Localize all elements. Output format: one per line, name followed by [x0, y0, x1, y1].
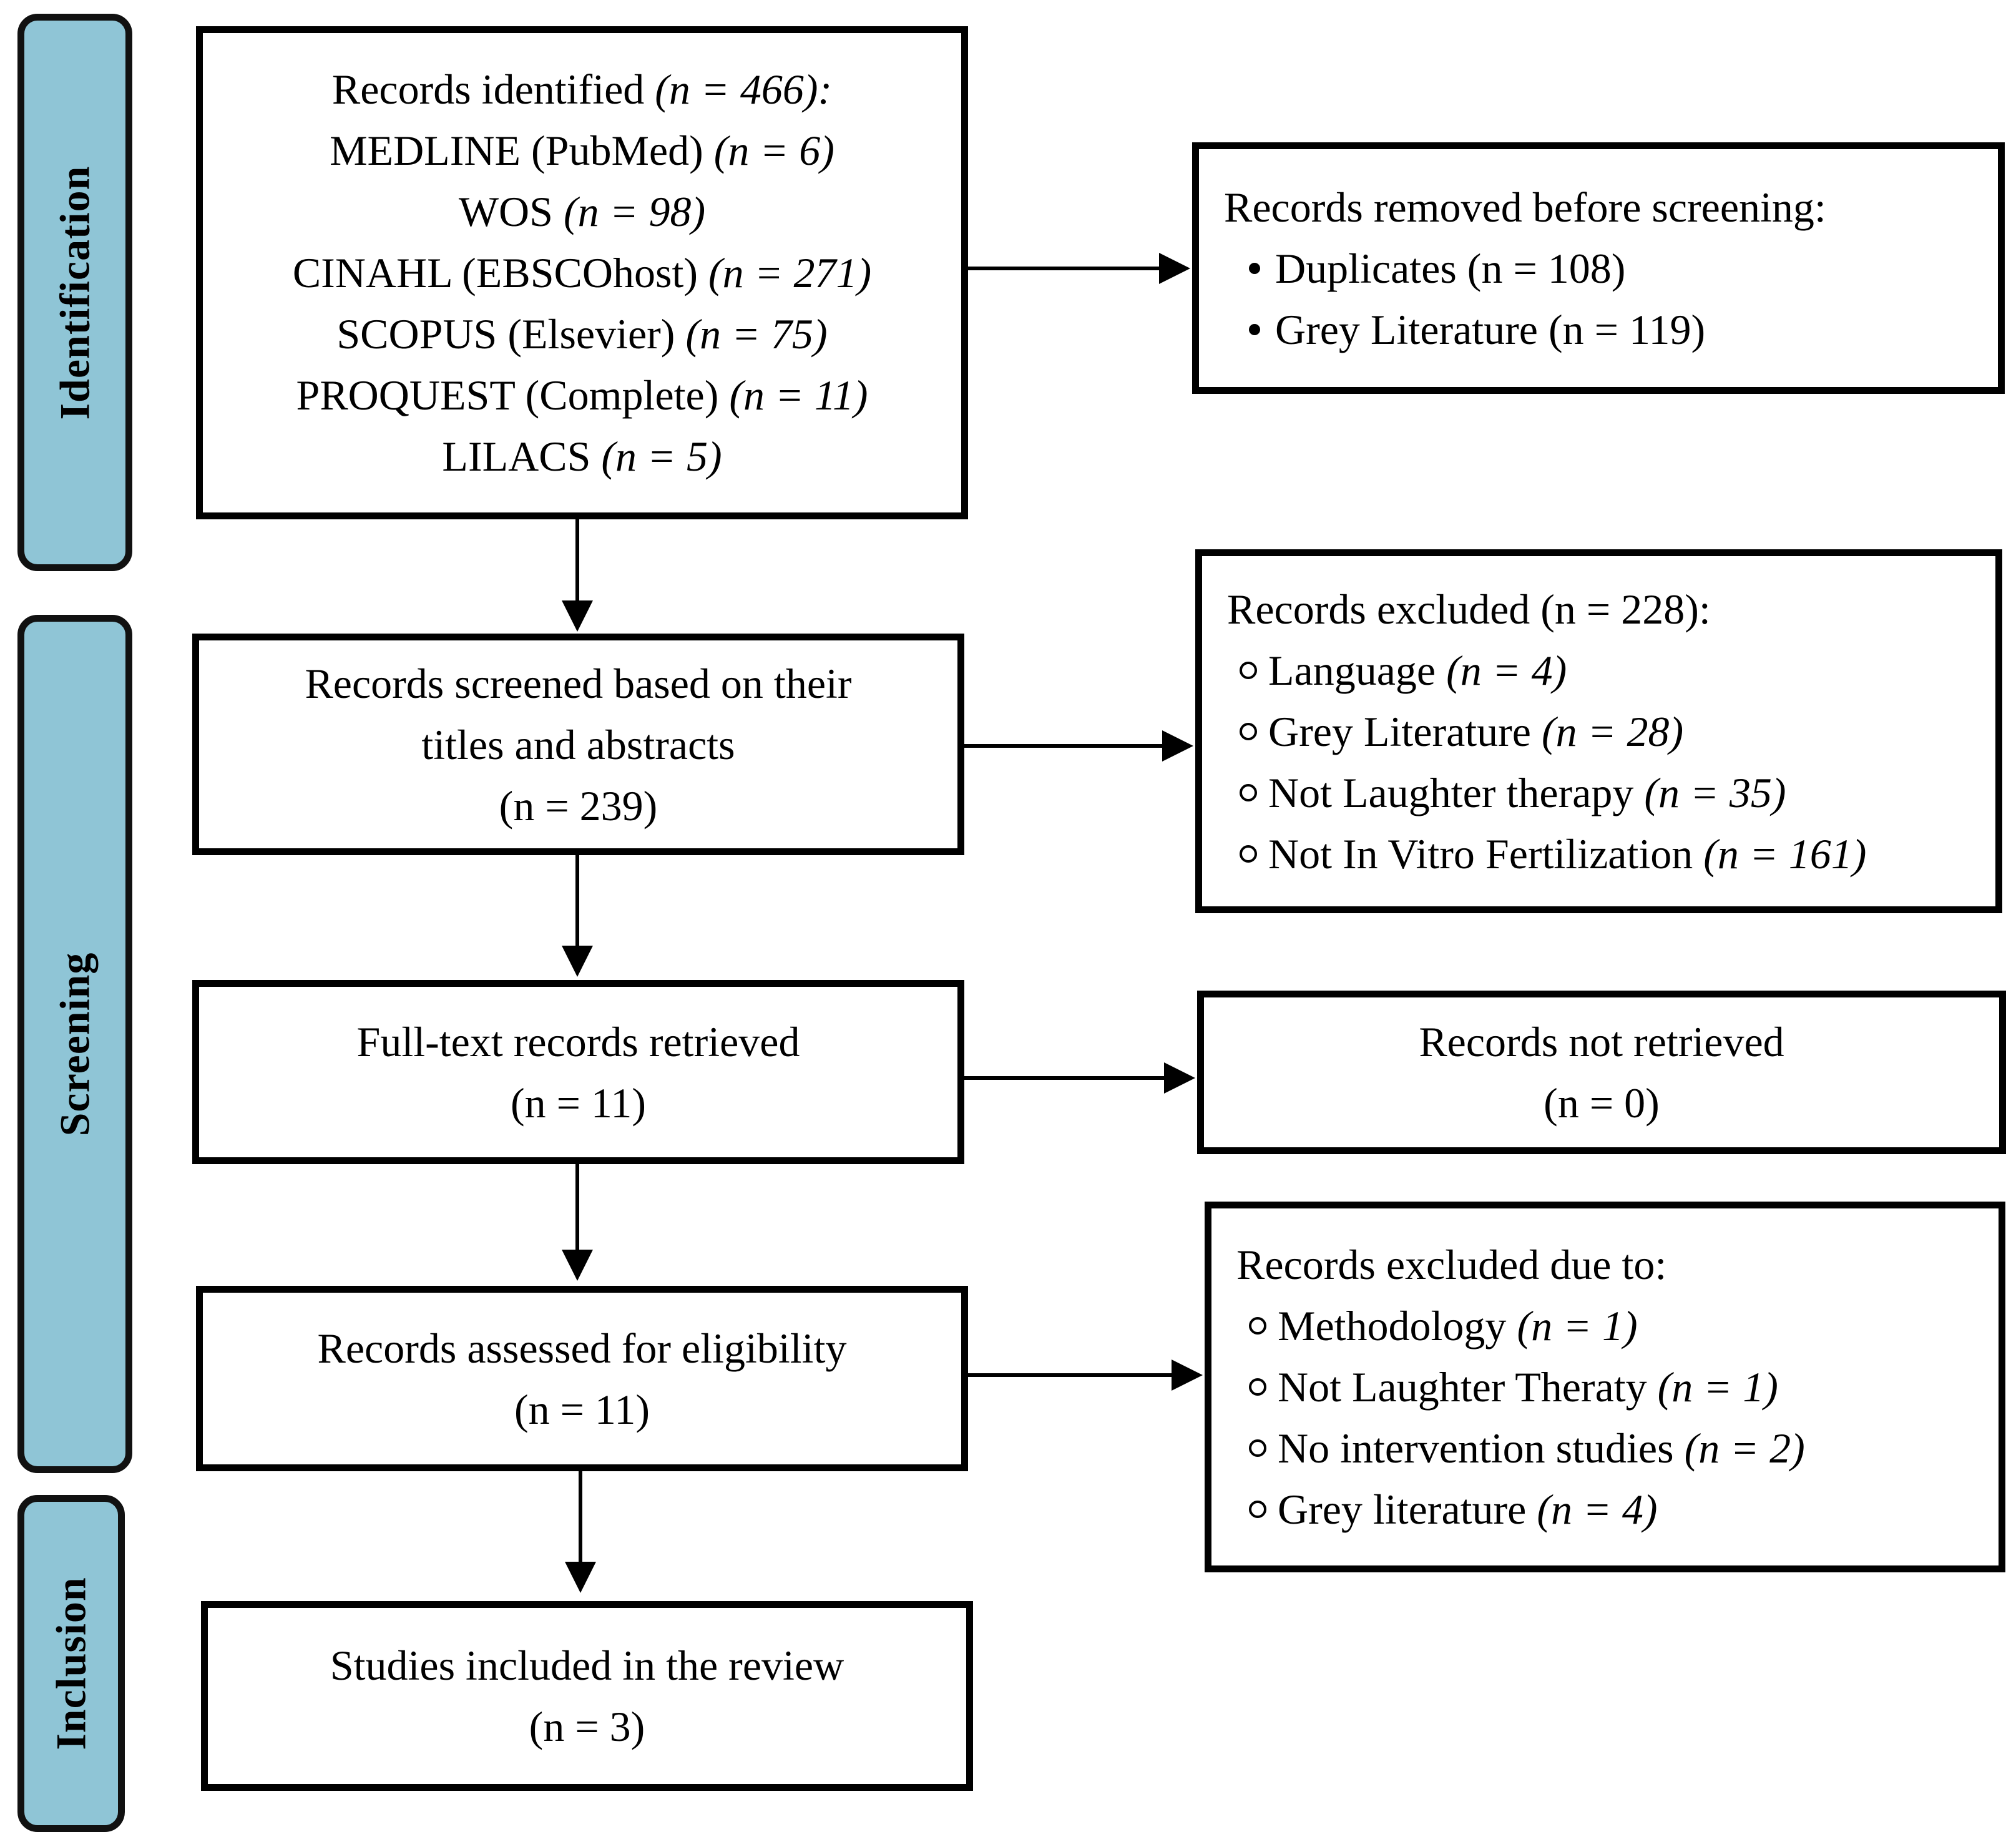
ring-bullet-icon [1249, 1439, 1266, 1457]
records-retrieved-line1: Full-text records retrieved [356, 1017, 800, 1066]
phase-identification: Identification [17, 14, 132, 571]
list-item: Grey Literature (n = 28) [1227, 701, 1995, 762]
studies-included-box: Studies included in the review (n = 3) [201, 1601, 973, 1791]
records-assessed-line1: Records assessed for eligibility [317, 1324, 847, 1372]
list-item: Grey Literature (n = 119) [1224, 299, 1998, 360]
list-item: Language (n = 4) [1227, 640, 1995, 701]
source-line: MEDLINE (PubMed) (n = 6) [330, 127, 834, 174]
records-retrieved-box: Full-text records retrieved (n = 11) [192, 980, 964, 1164]
records-identified-box: Records identified (n = 466): MEDLINE (P… [196, 26, 968, 519]
list-item: Grey literature (n = 4) [1236, 1479, 1999, 1540]
arrow-identified-to-removed [968, 253, 1190, 284]
records-identified-title: Records identified (n = 466): [331, 66, 833, 113]
records-excluded-due-to-title: Records excluded due to: [1236, 1241, 1667, 1288]
arrow-assessed-to-excluded-due-to [968, 1359, 1203, 1391]
records-screened-line1: Records screened based on their [305, 659, 852, 707]
records-screened-n: (n = 239) [499, 781, 658, 830]
list-item: Not Laughter Theraty (n = 1) [1236, 1356, 1999, 1418]
records-assessed-n: (n = 11) [514, 1385, 650, 1433]
records-removed-box: Records removed before screening: Duplic… [1192, 142, 2005, 394]
source-line: PROQUEST (Complete) (n = 11) [296, 371, 868, 419]
records-screened-box: Records screened based on their titles a… [192, 634, 964, 855]
ring-bullet-icon [1240, 722, 1257, 740]
source-line: LILACS (n = 5) [442, 433, 722, 480]
source-line: SCOPUS (Elsevier) (n = 75) [336, 310, 828, 358]
arrow-retrieved-to-not-retrieved [964, 1062, 1195, 1094]
ring-bullet-icon [1240, 845, 1257, 863]
ring-bullet-icon [1249, 1501, 1266, 1518]
ring-bullet-icon [1249, 1317, 1266, 1335]
phase-screening: Screening [17, 615, 132, 1473]
source-line: CINAHL (EBSCOhost) (n = 271) [292, 249, 872, 296]
list-item: No intervention studies (n = 2) [1236, 1418, 1999, 1479]
list-item: Methodology (n = 1) [1236, 1295, 1999, 1356]
arrow-screened-to-excluded [964, 730, 1193, 762]
records-not-retrieved-line1: Records not retrieved [1419, 1018, 1784, 1066]
records-screened-line2: titles and abstracts [421, 720, 735, 768]
records-excluded-title: Records excluded (n = 228): [1227, 585, 1711, 633]
list-item: Not Laughter therapy (n = 35) [1227, 762, 1995, 823]
arrow-identified-to-screened [562, 519, 593, 632]
records-retrieved-n: (n = 11) [510, 1079, 647, 1127]
studies-included-line1: Studies included in the review [330, 1642, 844, 1689]
bullet-icon [1249, 323, 1260, 335]
bullet-icon [1249, 262, 1260, 274]
arrow-retrieved-to-assessed [562, 1164, 593, 1281]
ring-bullet-icon [1240, 783, 1257, 801]
records-excluded-due-to-box: Records excluded due to: Methodology (n … [1205, 1202, 2005, 1572]
records-not-retrieved-n: (n = 0) [1544, 1079, 1660, 1127]
ring-bullet-icon [1249, 1378, 1266, 1396]
records-excluded-box: Records excluded (n = 228): Language (n … [1195, 549, 2002, 913]
source-line: WOS (n = 98) [458, 188, 706, 235]
studies-included-n: (n = 3) [529, 1703, 645, 1750]
records-removed-title: Records removed before screening: [1224, 183, 1826, 231]
arrow-screened-to-retrieved [562, 855, 593, 977]
list-item: Not In Vitro Fertilization (n = 161) [1227, 823, 1995, 884]
ring-bullet-icon [1240, 661, 1257, 679]
arrow-assessed-to-included [565, 1471, 596, 1593]
list-item: Duplicates (n = 108) [1224, 238, 1998, 299]
phase-inclusion: Inclusion [17, 1495, 125, 1832]
records-not-retrieved-box: Records not retrieved (n = 0) [1197, 991, 2006, 1154]
records-assessed-box: Records assessed for eligibility (n = 11… [196, 1286, 968, 1471]
